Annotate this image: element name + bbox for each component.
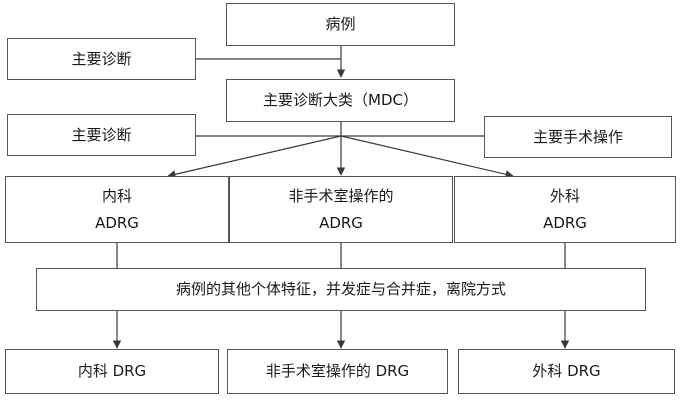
primary-diagnosis-box-1: 主要诊断 [7,38,196,80]
surgical-drg-label: 外科 DRG [532,362,601,380]
features-box: 病例的其他个体特征，并发症与合并症，离院方式 [36,268,646,311]
cases-box: 病例 [226,3,455,46]
nonsurgical-adrg-box: 非手术室操作的 ADRG [229,176,453,243]
primary-diagnosis-box-2: 主要诊断 [7,114,196,156]
features-label: 病例的其他个体特征，并发症与合并症，离院方式 [175,280,506,298]
surgical-adrg-line2: ADRG [543,213,587,232]
primary-procedure-label: 主要手术操作 [532,127,623,146]
internal-drg-label: 内科 DRG [77,362,147,380]
surgical-adrg-box: 外科 ADRG [454,176,676,243]
surgical-drg-box: 外科 DRG [458,349,675,394]
primary-diagnosis-label-2: 主要诊断 [71,125,132,144]
arrow-to-surgical [340,135,514,179]
primary-diagnosis-label-1: 主要诊断 [71,49,132,68]
nonsurgical-adrg-line1: 非手术室操作的 [288,186,394,205]
arrow-to-internal [167,135,342,179]
surgical-adrg-line1: 外科 [549,186,580,205]
mdc-box: 主要诊断大类（MDC） [226,79,455,122]
internal-drg-box: 内科 DRG [5,349,219,394]
nonsurgical-drg-label: 非手术室操作的 DRG [265,362,410,380]
internal-adrg-line1: 内科 [101,186,132,205]
cases-label: 病例 [325,15,356,33]
nonsurgical-adrg-line2: ADRG [319,213,363,232]
internal-adrg-line2: ADRG [95,213,139,232]
nonsurgical-drg-box: 非手术室操作的 DRG [227,349,448,394]
primary-procedure-box: 主要手术操作 [484,116,672,158]
mdc-label: 主要诊断大类（MDC） [263,91,418,109]
internal-adrg-box: 内科 ADRG [5,176,229,243]
